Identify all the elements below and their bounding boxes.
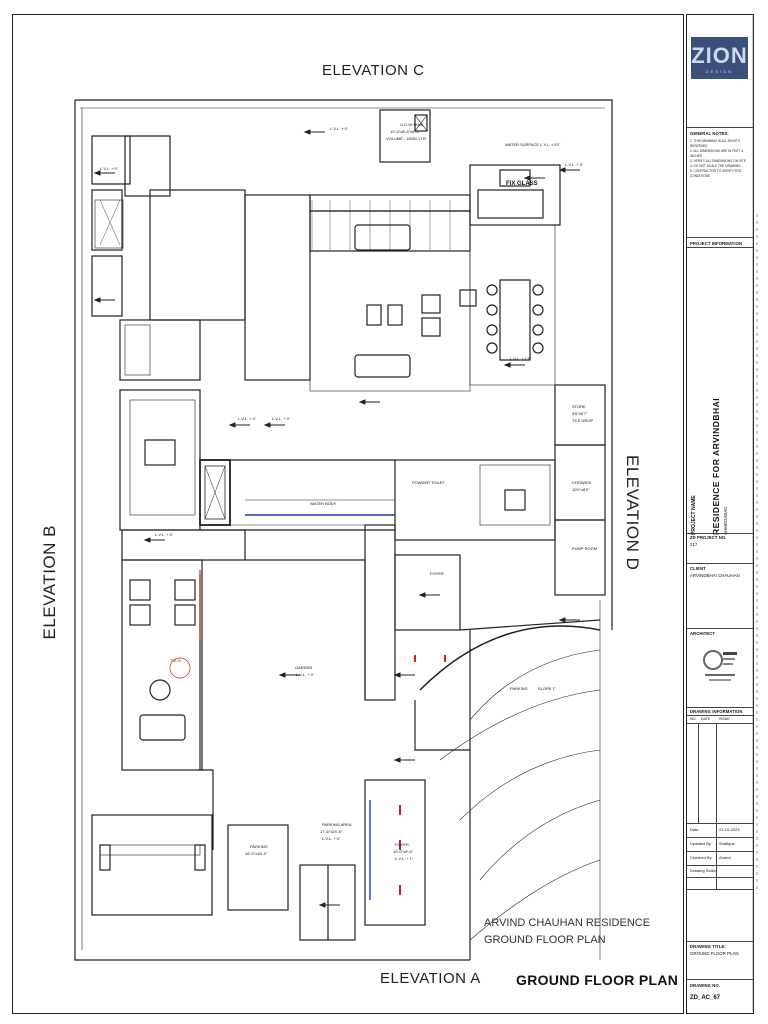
room-label-parking-area: PARKING AREA bbox=[322, 822, 352, 827]
updated-by-value: Shafique bbox=[719, 841, 735, 846]
rev-header-date: DATE bbox=[701, 717, 711, 721]
date-value: 23-10-2023 bbox=[719, 827, 740, 832]
project-name-label: PROJECT NAME bbox=[691, 495, 697, 535]
project-no: 217 bbox=[690, 542, 698, 547]
level-label-corridor-1: L.V.L. + 0' bbox=[238, 416, 256, 421]
level-label-right-top: L.V.L. + 3' bbox=[565, 162, 583, 167]
title-block: ZION DESIGN GENERAL NOTES: 1. THIS DRAWI… bbox=[686, 14, 754, 1014]
drawing-frame bbox=[12, 14, 684, 1014]
drawing-caption-line1: ARVIND CHAUHAN RESIDENCE bbox=[484, 917, 650, 929]
drawing-no-value: ZD_AC_67 bbox=[690, 995, 721, 1001]
drawing-no-label: DRAWING NO. bbox=[690, 983, 720, 988]
room-label-chowkdi-size: 10'0"x8'0" bbox=[572, 487, 590, 492]
level-label-garden: L.V.L. + 0' bbox=[296, 672, 314, 677]
room-label-water-tank: U.G.W.TANK bbox=[400, 122, 424, 127]
checked-by-value: Anand bbox=[719, 855, 731, 860]
edge-strip bbox=[752, 14, 758, 1012]
level-label-parking: L.V.L. + 0' bbox=[322, 836, 340, 841]
logo-text: ZION bbox=[691, 43, 748, 68]
sheet-title: GROUND FLOOR PLAN bbox=[516, 972, 679, 988]
room-label-store: STORE bbox=[572, 404, 586, 409]
room-label-store-size: 5'6"x6'7" bbox=[572, 411, 588, 416]
room-label-foyer-lower: FOYER bbox=[395, 842, 409, 847]
room-label-parking-size: 16'-0"x18'-0" bbox=[245, 851, 268, 856]
level-label-dining: L.V.L. + 1'5" bbox=[510, 356, 532, 361]
drawing-title-value: GROUND FLOOR PLAN bbox=[690, 951, 739, 956]
general-note: 2. ALL DIMENSIONS ARE IN FEET & INCHES bbox=[690, 149, 744, 158]
room-label-parking-lower: PARKING bbox=[250, 844, 268, 849]
room-label-parking-area-size: 17'-6"x23'-6" bbox=[320, 829, 343, 834]
level-label-left-upper: L.V.L. + 0' bbox=[100, 166, 118, 171]
room-label-water-body: WATER BODY bbox=[310, 501, 337, 506]
room-label-foyer: FOYER bbox=[430, 571, 444, 576]
client-name: ARVINDBHAI CHAUHAN bbox=[690, 573, 740, 578]
room-label-parking: PARKING bbox=[510, 686, 528, 691]
drawing-title-label: DRAWING TITLE: bbox=[690, 944, 726, 949]
general-note: 3. VERIFY ALL DIMENSIONS ON SITE bbox=[690, 159, 746, 163]
floor-plan-drawing: U.G.W.TANK 12'-0"x8'-6"x6'-0" VOLUME : 1… bbox=[74, 99, 650, 961]
client-label: CLIENT bbox=[690, 566, 706, 571]
elevation-d-label: ELEVATION D bbox=[623, 455, 642, 571]
level-label-corridor-2: L.V.L. + 0' bbox=[272, 416, 290, 421]
architect-logo bbox=[701, 642, 739, 687]
drawing-info-label: DRAWING INFORMATION bbox=[690, 709, 743, 714]
general-note: 4. DO NOT SCALE THE DRAWING bbox=[690, 164, 741, 168]
project-location: AHMEDABAD bbox=[723, 506, 728, 535]
room-label-foyer-lower-size: 10'-0"x8'-6" bbox=[393, 849, 414, 854]
room-label-water-tank-size: 12'-0"x8'-6"x6'-0" bbox=[390, 129, 421, 134]
general-notes-list: 1. THIS DRAWING IS ALL RIGHTS RESERVED 2… bbox=[690, 139, 750, 179]
general-note: 5. CONTRACTOR TO VERIFY SITE CONDITIONS bbox=[690, 169, 742, 178]
room-label-water-surface: WATER SURFACE L.V.L. +3'0" bbox=[505, 142, 561, 147]
drawing-caption-line2: GROUND FLOOR PLAN bbox=[484, 934, 606, 946]
elevation-c-label: ELEVATION C bbox=[322, 62, 425, 79]
room-label-water-tank-volume: VOLUME : 16000 LTR. bbox=[386, 136, 427, 141]
room-label-slope: SLOPE 1" bbox=[538, 686, 557, 691]
logo-subtext: DESIGN bbox=[705, 69, 734, 74]
elevation-a-label: ELEVATION A bbox=[380, 970, 481, 987]
rev-header-no: NO. bbox=[690, 717, 697, 721]
room-label-garden: GARDEN bbox=[295, 665, 312, 670]
room-label-powder-toilet: POWDER TOILET bbox=[412, 480, 446, 485]
project-no-label: ZD PROJECT NO. bbox=[690, 535, 727, 540]
rev-header-issue: ISSUE bbox=[719, 717, 730, 721]
date-label: Date bbox=[690, 827, 699, 832]
level-label-left-mid: L.V.L. + 0' bbox=[155, 532, 173, 537]
level-label-top: L.V.L. + 0' bbox=[330, 126, 348, 131]
architect-label: ARCHITECT bbox=[690, 631, 716, 636]
general-notes-label: GENERAL NOTES: bbox=[690, 131, 729, 136]
room-label-tulsi: TULSI bbox=[170, 658, 181, 663]
logo: ZION DESIGN bbox=[691, 37, 748, 79]
room-label-tile-drop: TILE DROP bbox=[572, 418, 593, 423]
general-note: 1. THIS DRAWING IS ALL RIGHTS RESERVED bbox=[690, 139, 741, 148]
drawing-scale-label: Drawing Scale bbox=[690, 868, 716, 873]
level-label-foyer-lower: L.V.L. + 1' bbox=[395, 856, 413, 861]
updated-by-label: Updated By bbox=[690, 841, 711, 846]
room-label-fix-glass: FIX GLASS bbox=[506, 181, 538, 187]
project-info-label: PROJECT INFORMATION bbox=[690, 241, 743, 246]
room-label-pump-room: PUMP ROOM bbox=[572, 546, 597, 551]
checked-by-label: Checked By bbox=[690, 855, 712, 860]
project-name: RESIDENCE FOR ARVINDBHAI bbox=[711, 397, 721, 535]
architect-logo-icon bbox=[703, 650, 737, 681]
room-label-chowkdi: CHOWKDI bbox=[572, 480, 591, 485]
